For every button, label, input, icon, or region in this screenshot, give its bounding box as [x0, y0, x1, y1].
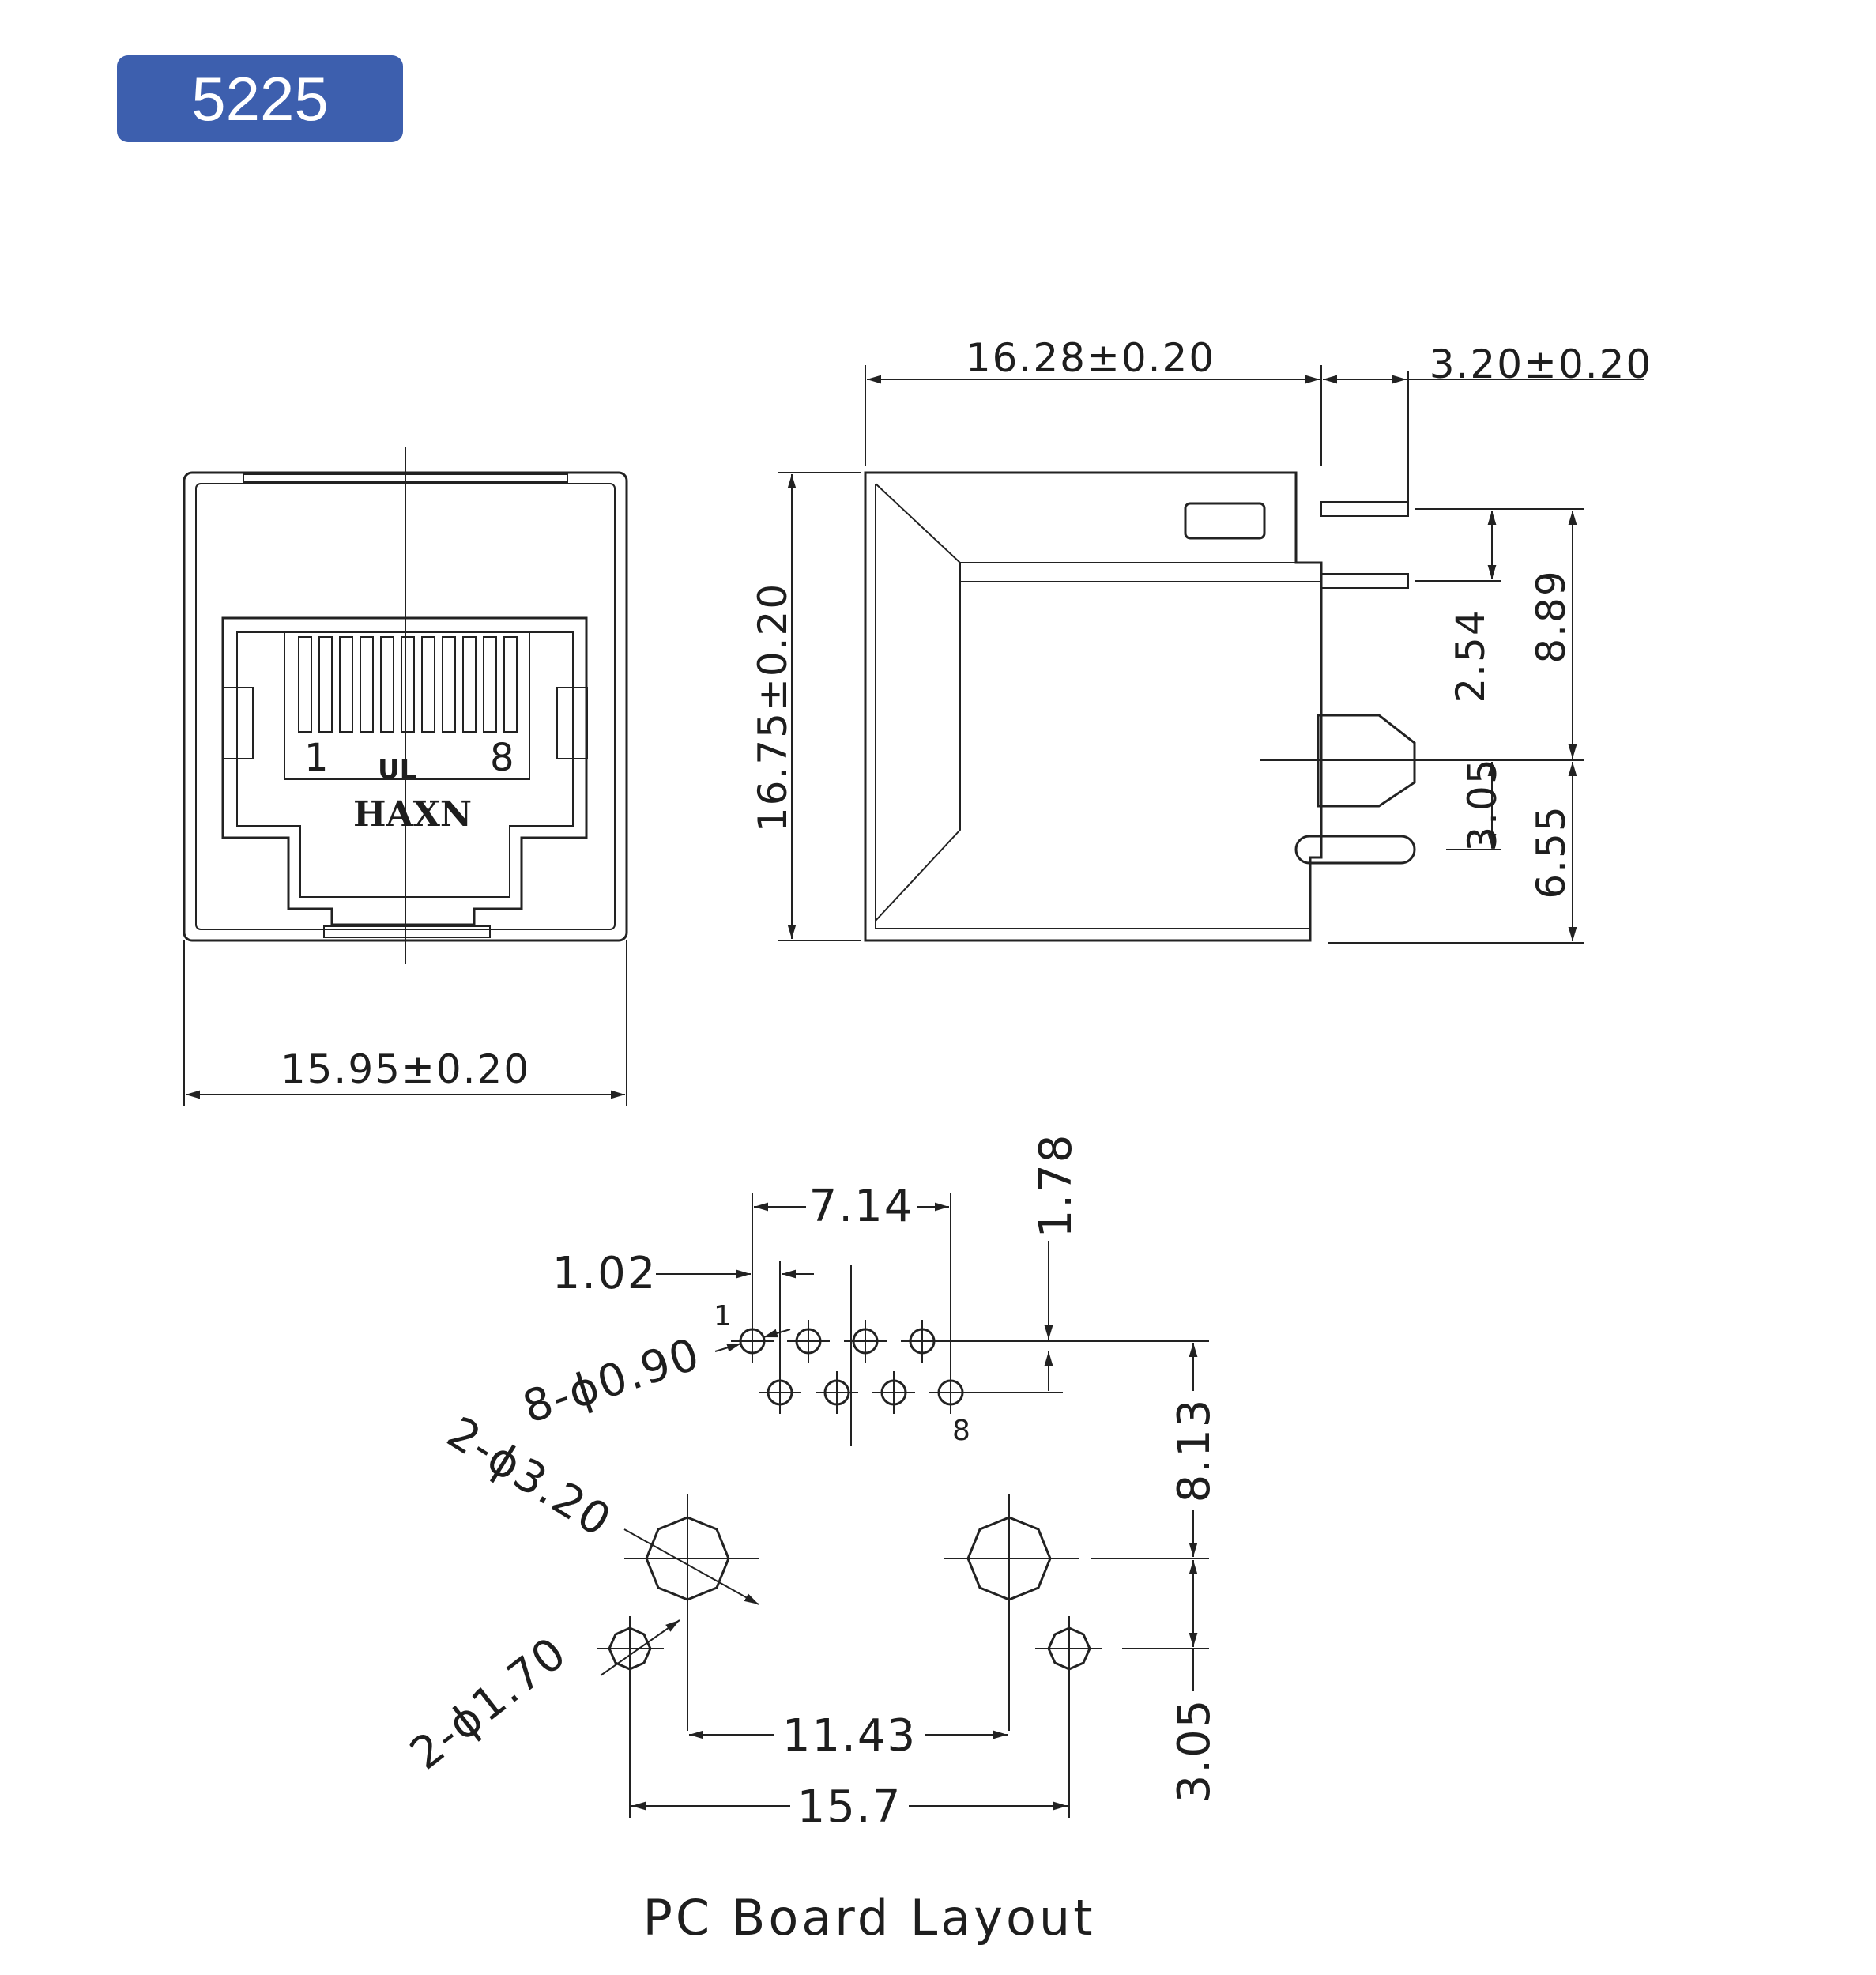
pcb-pin-1-label: 1: [714, 1300, 732, 1332]
side-housing-outline: [864, 471, 1323, 942]
holes-post-leader: [623, 1528, 759, 1605]
pcb-layout-title: PC Board Layout: [642, 1889, 1096, 1947]
ul-mark: UL: [378, 754, 416, 786]
side-taper: [875, 483, 961, 922]
pin-pitch-label: 2.54: [1448, 609, 1494, 703]
pin-row-2: [1320, 573, 1409, 589]
holes-peg-label: 2-ϕ1.70: [401, 1627, 576, 1781]
contact-fingers: [298, 636, 518, 733]
rj45-port-opening: [221, 616, 588, 926]
dim-1-78-label: 1.78: [1030, 1133, 1082, 1238]
front-pin-8-label: 8: [490, 736, 514, 780]
holes-signal-leader-2: [763, 1329, 791, 1338]
brand-logo: HAXN: [353, 794, 472, 835]
side-length-label: 16.28±0.20: [966, 335, 1215, 381]
side-view: 16.28±0.20 3.20±0.20 16.75±0.20 2.54 8.8…: [750, 335, 1653, 944]
post-offset-label: 3.05: [1460, 757, 1505, 851]
holes-post-label: 2-ϕ3.20: [438, 1407, 620, 1547]
pin-row-1: [1320, 501, 1409, 517]
dim-11-43-label: 11.43: [782, 1710, 917, 1762]
right-latch: [556, 687, 588, 759]
holes-signal-leader: [714, 1343, 742, 1352]
pin-protrusion-label: 3.20±0.20: [1430, 341, 1653, 387]
front-pin-1-label: 1: [304, 736, 329, 780]
contact-block: [284, 631, 530, 780]
front-view: 1 8 UL HAXN 15.95±0.20: [183, 447, 628, 1106]
pin-to-post-label: 8.89: [1528, 569, 1574, 663]
mounting-peg: [1294, 835, 1416, 865]
dim-3-05-label: 3.05: [1169, 1698, 1220, 1804]
holes-peg-leader: [600, 1619, 680, 1676]
dim-1-02-label: 1.02: [552, 1248, 657, 1299]
dim-7-14-label: 7.14: [809, 1181, 914, 1232]
post-to-bottom-label: 6.55: [1528, 805, 1574, 899]
pcb-layout: 1 8 7.14 1.02 1.78 8: [401, 1133, 1220, 1833]
height-label: 16.75±0.20: [750, 582, 796, 832]
dim-8-13-label: 8.13: [1169, 1398, 1220, 1503]
rj45-port-inner: [236, 631, 574, 898]
model-badge: 5225: [117, 55, 403, 142]
front-bottom-tab: [323, 925, 491, 938]
mounting-post: [1317, 714, 1416, 808]
side-window: [1184, 502, 1266, 540]
pcb-pin-8-label: 8: [952, 1415, 970, 1447]
front-width-label: 15.95±0.20: [281, 1046, 530, 1092]
left-latch: [222, 687, 254, 759]
dim-15-7-label: 15.7: [797, 1781, 902, 1833]
holes-signal-label: 8-ϕ0.90: [517, 1329, 706, 1434]
